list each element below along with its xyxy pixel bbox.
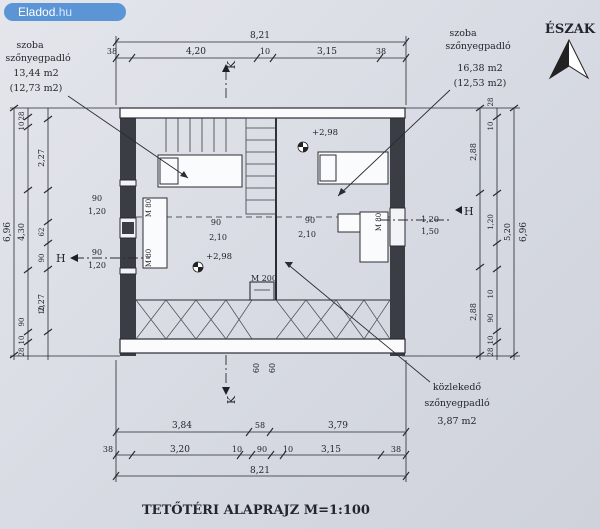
section-letter-h: H xyxy=(464,205,474,218)
section-letter-h: H xyxy=(56,252,66,265)
right-dim: 90 xyxy=(487,314,495,323)
section-letter-k: K xyxy=(225,395,238,404)
wall-mark: M 80 xyxy=(145,249,153,267)
level-label: +2,98 xyxy=(312,128,338,138)
room-corridor-floor: szőnyegpadló xyxy=(424,398,490,409)
stair-dim: 60 xyxy=(268,363,277,373)
opening-width: 90 xyxy=(305,216,315,225)
stair-dim: 60 xyxy=(252,363,261,373)
room-left-floor: szőnyegpadló xyxy=(5,53,71,64)
bottom-dim-part: 58 xyxy=(255,421,265,430)
dimension-lines xyxy=(9,36,520,482)
left-dim: 62 xyxy=(38,228,46,237)
site-badge[interactable]: Eladod.hu xyxy=(4,3,126,21)
left-dim: 28 xyxy=(18,112,26,121)
bottom-dim-part: 3,79 xyxy=(328,421,348,431)
opening-height: 1,20 xyxy=(88,261,106,270)
right-dim: 10 xyxy=(487,336,495,345)
section-lines xyxy=(74,70,450,385)
top-dim-part: 38 xyxy=(107,47,117,56)
wall-mark: M 200 xyxy=(251,274,277,283)
right-dim: 28 xyxy=(487,98,495,107)
opening-height: 2,10 xyxy=(298,230,316,239)
wall-mark: M 80 xyxy=(375,213,383,231)
room-left-area-alt: (12,73 m2) xyxy=(10,83,63,94)
left-dim: 10 xyxy=(18,122,26,131)
desk xyxy=(142,197,389,269)
low-height-hatching xyxy=(135,299,391,340)
top-dim-total: 8,21 xyxy=(250,31,270,41)
plan-title: TETŐTÉRI ALAPRAJZ M=1:100 xyxy=(142,502,370,518)
top-dim-part: 4,20 xyxy=(186,47,206,57)
opening-height: 1,50 xyxy=(421,227,439,236)
room-left-name: szoba xyxy=(16,40,44,51)
room-right-area-alt: (12,53 m2) xyxy=(454,78,507,89)
level-markers xyxy=(192,141,309,273)
opening-height: 1,20 xyxy=(88,207,106,216)
wall-mark: M 80 xyxy=(145,199,153,217)
room-right-name: szoba xyxy=(449,28,477,39)
top-dim-part: 38 xyxy=(376,47,386,56)
left-dim: 10 xyxy=(38,306,46,315)
right-dim: 10 xyxy=(487,290,495,299)
bottom-dim-part: 10 xyxy=(232,445,242,454)
room-right-floor: szőnyegpadló xyxy=(445,41,511,52)
top-dim-part: 10 xyxy=(260,47,270,56)
left-dim: 2,27 xyxy=(37,294,46,312)
bottom-dim-part: 90 xyxy=(257,445,267,454)
left-dim: 4,30 xyxy=(17,223,26,241)
right-dim: 5,20 xyxy=(503,223,512,241)
opening-width: 90 xyxy=(211,218,221,227)
right-dim: 10 xyxy=(487,122,495,131)
bottom-dim-part: 38 xyxy=(391,445,401,454)
left-dim: 10 xyxy=(18,336,26,345)
left-dim: 2,27 xyxy=(37,149,46,167)
right-dim-outer: 6,96 xyxy=(519,222,529,242)
right-dim: 2,88 xyxy=(469,143,478,161)
room-right-area: 16,38 m2 xyxy=(457,63,502,74)
room-corridor-area: 3,87 m2 xyxy=(437,416,476,427)
walls xyxy=(119,107,406,356)
staircase xyxy=(165,117,277,301)
opening-width: 90 xyxy=(92,248,102,257)
room-corridor-name: közlekedő xyxy=(433,382,482,393)
leader-lines xyxy=(67,89,451,383)
left-dim-outer: 6,96 xyxy=(3,222,13,242)
section-arrows xyxy=(70,64,462,395)
compass-label: ÉSZAK xyxy=(545,21,596,37)
bottom-dim-part: 10 xyxy=(283,445,293,454)
bottom-dim-part: 3,15 xyxy=(321,445,341,455)
right-dim: 28 xyxy=(487,348,495,357)
top-dim-part: 3,15 xyxy=(317,47,337,57)
north-arrow-icon xyxy=(548,38,590,80)
room-left-area: 13,44 m2 xyxy=(13,68,58,79)
right-dim: 2,88 xyxy=(469,303,478,321)
opening-width: 90 xyxy=(92,194,102,203)
badge-domain: .hu xyxy=(55,5,73,19)
left-dim: 90 xyxy=(18,318,26,327)
bottom-dim-part: 3,84 xyxy=(172,421,192,431)
level-label: +2,98 xyxy=(206,252,232,262)
bottom-dim-total: 8,21 xyxy=(250,466,270,476)
opening-height: 2,10 xyxy=(209,233,227,242)
beds xyxy=(157,151,389,188)
opening-width: 1,20 xyxy=(421,215,439,224)
leader-arrowheads xyxy=(180,171,346,268)
left-dim: 28 xyxy=(18,348,26,357)
badge-brand: Eladod xyxy=(18,5,56,19)
right-dim: 1,20 xyxy=(487,214,495,230)
section-letter-k: K xyxy=(225,60,238,69)
bottom-dim-part: 38 xyxy=(103,445,113,454)
left-dim: 90 xyxy=(38,254,46,263)
bottom-dim-part: 3,20 xyxy=(170,445,190,455)
